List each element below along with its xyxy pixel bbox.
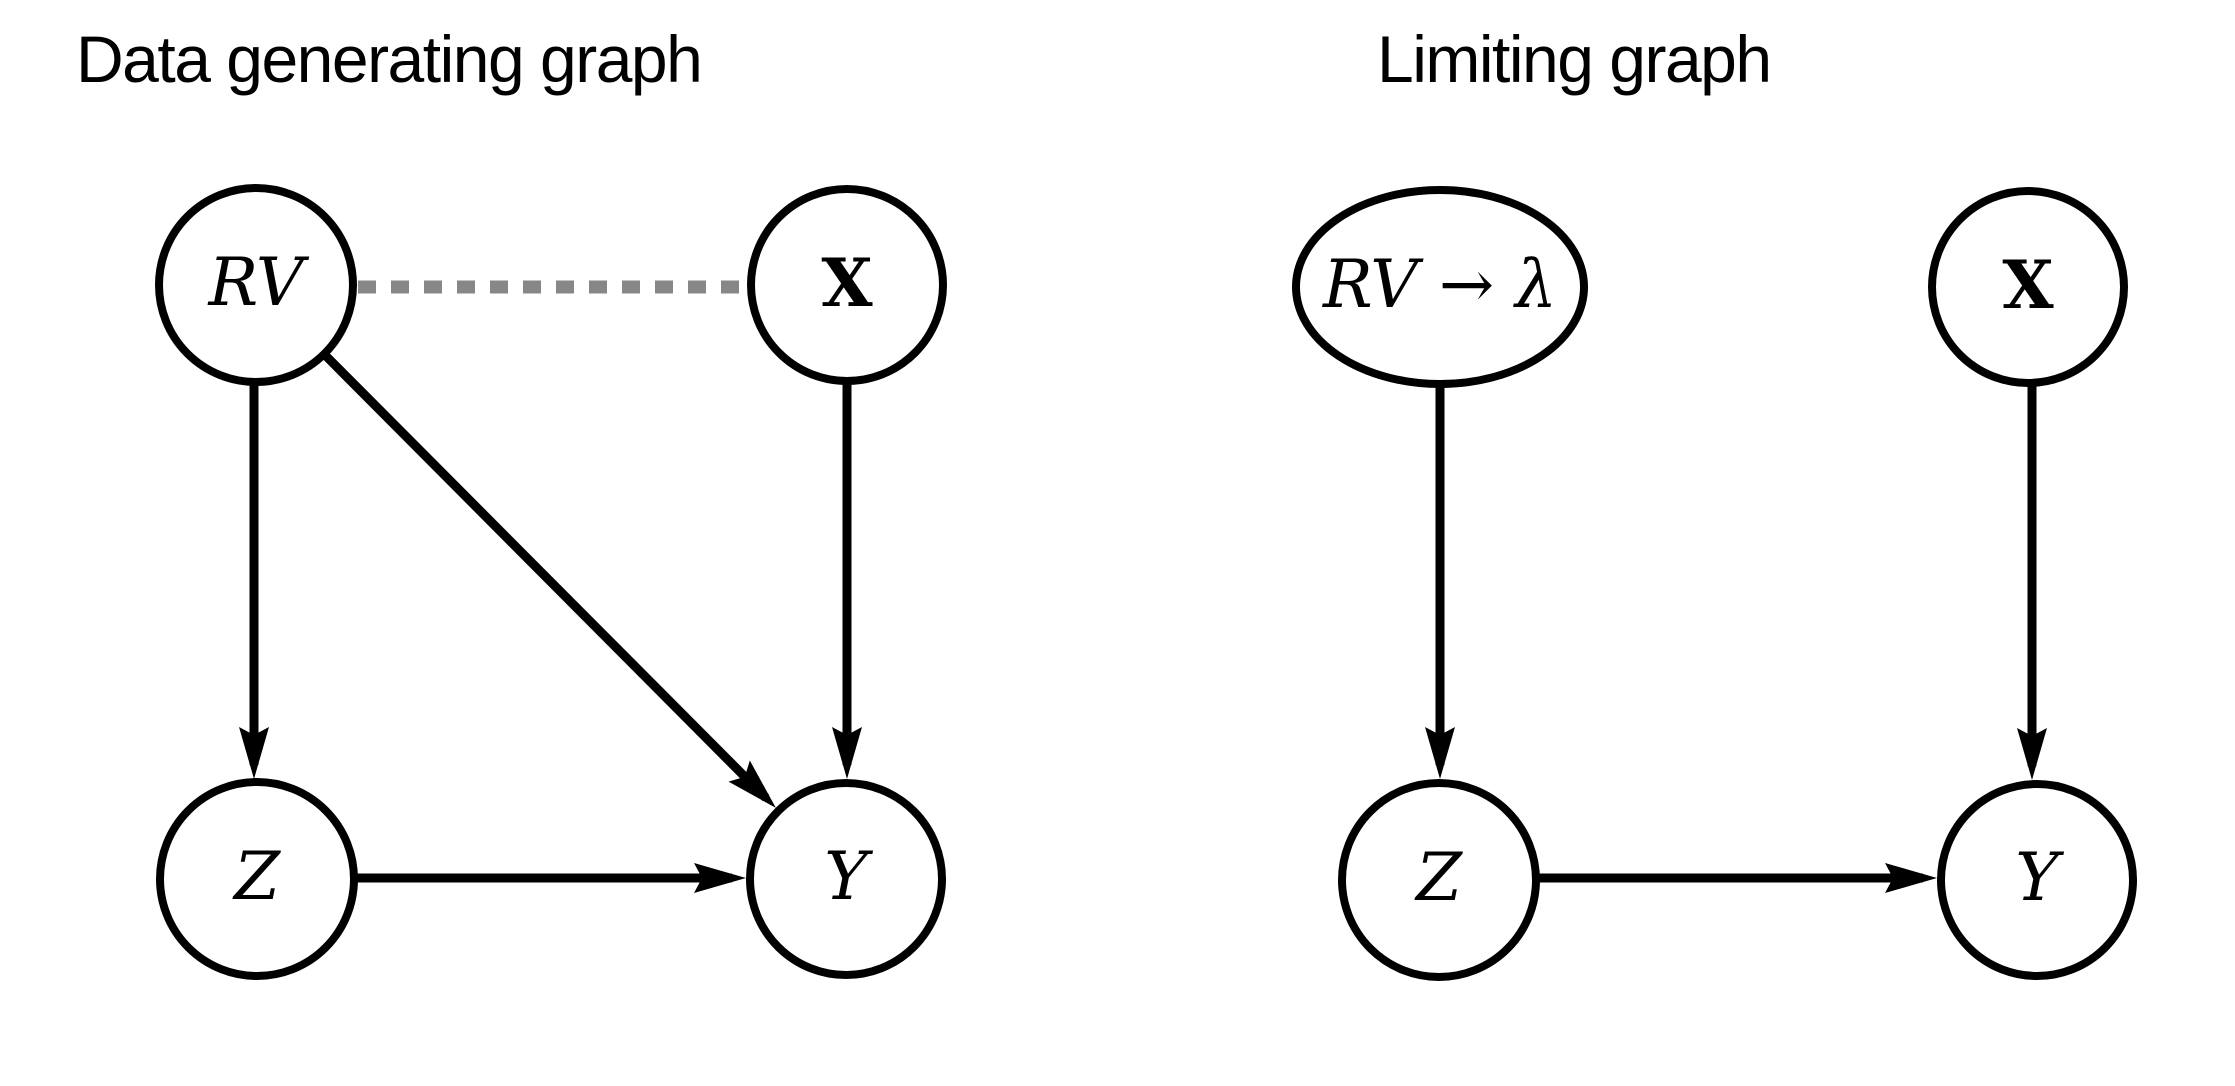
node-label-y: Y	[824, 838, 868, 916]
figure-data-generating-graph	[155, 184, 947, 980]
figure-limiting-graph	[1292, 186, 2137, 981]
node-label-rv-lambda: RV → λ	[1322, 246, 1558, 324]
node-label-x-right: X	[2002, 246, 2054, 325]
node-rv-lambda-ellipse	[1292, 186, 1588, 388]
node-x-circle-right	[1928, 187, 2128, 387]
node-label-rv: RV	[208, 244, 304, 322]
node-y-circle	[746, 779, 946, 979]
node-y-circle-right	[1937, 780, 2137, 980]
edge-rv-to-y-arrow	[322, 352, 776, 808]
node-label-z-right: Z	[1416, 839, 1462, 917]
node-label-y-right: Y	[2015, 839, 2059, 917]
node-label-z: Z	[234, 838, 280, 916]
node-rv-circle	[155, 184, 357, 386]
node-z-circle-right	[1338, 779, 1540, 981]
left-figure-title: Data generating graph	[76, 22, 703, 96]
node-z-circle	[156, 778, 358, 980]
node-label-x: X	[821, 244, 873, 323]
right-figure-title: Limiting graph	[1377, 22, 1772, 96]
